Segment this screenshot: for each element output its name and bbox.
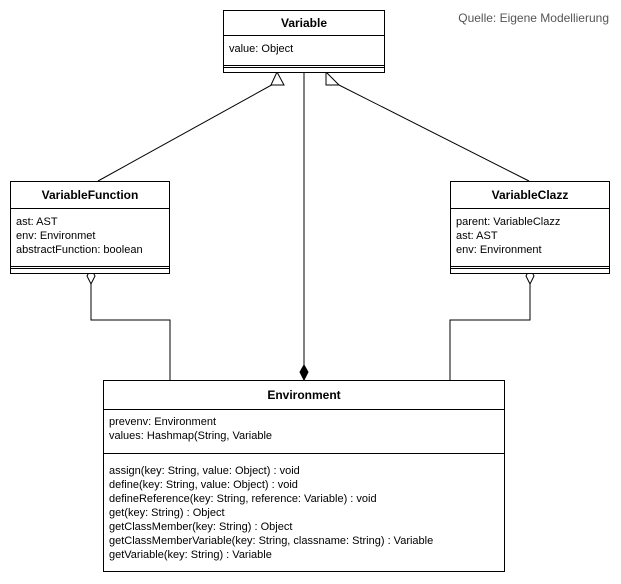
class-environment: Environment prevenv: Environment values:… [103, 380, 505, 572]
operation: getClassMemberVariable(key: String, clas… [109, 535, 434, 547]
operation-list [451, 269, 609, 273]
class-name: Environment [104, 381, 504, 410]
generalization-arrowhead-clazz [325, 70, 341, 86]
aggregation-line-function [90, 284, 171, 380]
class-variable: Variable value: Object [223, 10, 385, 73]
attribute-list: value: Object [224, 36, 384, 68]
attribute: value: Object [229, 43, 294, 55]
attribute-list: ast: AST env: Environmet abstractFunctio… [11, 209, 169, 269]
attribute: abstractFunction: boolean [16, 244, 143, 256]
generalization-line-function [97, 81, 278, 182]
class-name: Variable [224, 11, 384, 36]
attribute: env: Environmet [16, 230, 96, 242]
operation: defineReference(key: String, reference: … [109, 493, 377, 505]
operation: assign(key: String, value: Object) : voi… [109, 465, 300, 477]
attribute-list: parent: VariableClazz ast: AST env: Envi… [451, 209, 609, 269]
source-note: Quelle: Eigene Modellierung [458, 11, 609, 25]
operation-list: assign(key: String, value: Object) : voi… [104, 454, 504, 566]
operation: getVariable(key: String) : Variable [109, 549, 272, 561]
generalization-line-clazz [332, 81, 530, 182]
attribute: ast: AST [16, 216, 58, 228]
class-name: VariableClazz [451, 182, 609, 209]
operation: define(key: String, value: Object) : voi… [109, 479, 298, 491]
operation: get(key: String) : Object [109, 507, 225, 519]
attribute: parent: VariableClazz [456, 216, 561, 228]
generalization-arrowhead-function [270, 70, 285, 86]
attribute: env: Environment [456, 244, 542, 256]
attribute: values: Hashmap(String, Variable [109, 430, 273, 442]
class-variable-function: VariableFunction ast: AST env: Environme… [10, 181, 170, 274]
class-name: VariableFunction [11, 182, 169, 209]
attribute-list: prevenv: Environment values: Hashmap(Str… [104, 410, 504, 454]
attribute: ast: AST [456, 230, 498, 242]
operation: getClassMember(key: String) : Object [109, 521, 293, 533]
operation-list [11, 269, 169, 273]
aggregation-line-clazz [449, 284, 531, 380]
operation-list [224, 68, 384, 72]
attribute: prevenv: Environment [109, 416, 216, 428]
composition-diamond [299, 363, 309, 382]
class-variable-clazz: VariableClazz parent: VariableClazz ast:… [450, 181, 610, 274]
